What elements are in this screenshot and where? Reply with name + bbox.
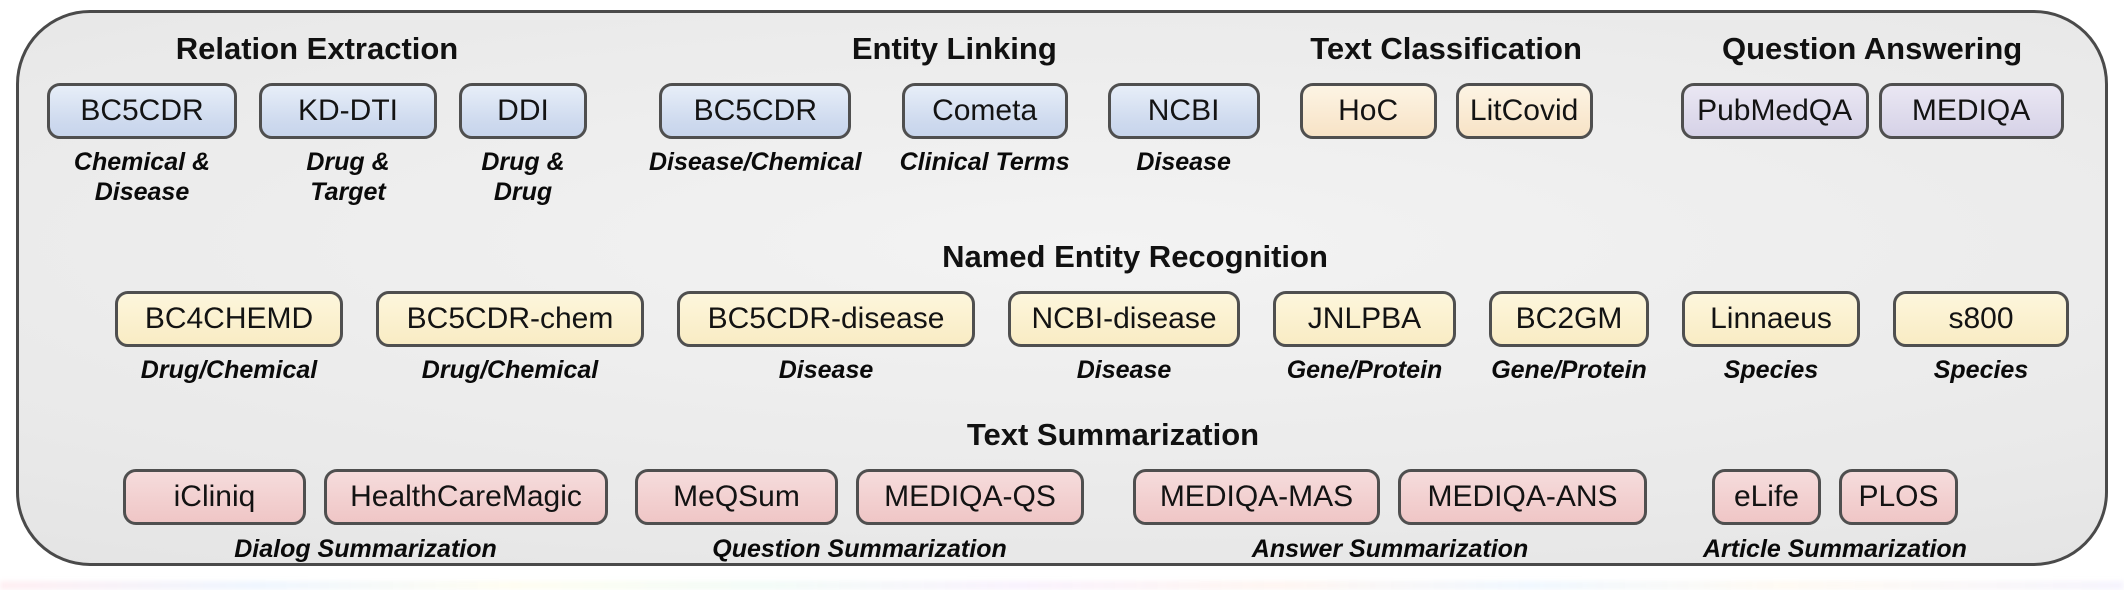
dataset-type-label: Species <box>1933 356 2029 384</box>
question-answering-datasets: PubMedQA MEDIQA <box>1680 83 2064 139</box>
dataset-box-bc5cdr-re: BC5CDR <box>47 83 237 139</box>
dataset-type-label: Chemical & Disease <box>73 148 211 206</box>
dataset-box-bc5cdr-disease: BC5CDR-disease <box>677 291 975 347</box>
group-answer-summarization: MEDIQA-MAS MEDIQA-ANS Answer Summarizati… <box>1133 469 1647 565</box>
dataset-unit: JNLPBA Gene/Protein <box>1273 291 1456 386</box>
dataset-type-label: Drug/Chemical <box>421 356 599 384</box>
dataset-box-bc4chemd: BC4CHEMD <box>115 291 343 347</box>
dataset-box-pubmedqa: PubMedQA <box>1680 83 1869 139</box>
dataset-box-jnlpba: JNLPBA <box>1273 291 1456 347</box>
bottom-edge-artifact <box>0 581 2124 590</box>
dataset-unit: s800 Species <box>1893 291 2069 386</box>
dataset-box-hoc: HoC <box>1299 83 1437 139</box>
dataset-unit: LitCovid <box>1455 83 1593 139</box>
section-text-classification: Text Classification HoC LitCovid <box>1299 31 1593 139</box>
section-relation-extraction: Relation Extraction BC5CDR Chemical & Di… <box>47 31 587 207</box>
dataset-box-mediqa-qs: MEDIQA-QS <box>856 469 1084 525</box>
dataset-box-bc5cdr-chem: BC5CDR-chem <box>376 291 644 347</box>
group-type-label: Dialog Summarization <box>234 535 497 563</box>
dataset-unit: BC5CDR-disease Disease <box>677 291 975 386</box>
dataset-type-label: Drug & Drug <box>481 148 565 206</box>
dataset-box-kd-dti: KD-DTI <box>259 83 437 139</box>
dataset-box-healthcaremagic: HealthCareMagic <box>324 469 608 525</box>
section-title-question-answering: Question Answering <box>1721 31 2023 66</box>
dataset-type-label: Species <box>1723 356 1819 384</box>
group-dialog-summarization: iCliniq HealthCareMagic Dialog Summariza… <box>123 469 608 565</box>
dataset-type-label: Clinical Terms <box>899 148 1070 176</box>
section-title-text-classification: Text Classification <box>1310 31 1582 66</box>
dataset-box-ncbi-disease: NCBI-disease <box>1008 291 1240 347</box>
section-entity-linking: Entity Linking BC5CDR Disease/Chemical C… <box>649 31 1260 178</box>
group-article-summarization: eLife PLOS Article Summarization <box>1703 469 1967 565</box>
dataset-unit: BC5CDR Disease/Chemical <box>649 83 862 178</box>
dataset-unit: MEDIQA <box>1878 83 2064 139</box>
dataset-type-label: Disease <box>778 356 874 384</box>
dataset-box-ncbi: NCBI <box>1107 83 1260 139</box>
dataset-unit: NCBI Disease <box>1107 83 1260 178</box>
tasks-overview-panel: Relation Extraction BC5CDR Chemical & Di… <box>16 10 2108 566</box>
dataset-unit: NCBI-disease Disease <box>1008 291 1240 386</box>
dataset-box-mediqa-mas: MEDIQA-MAS <box>1133 469 1380 525</box>
dataset-unit: DDI Drug & Drug <box>459 83 587 207</box>
dataset-unit: Linnaeus Species <box>1682 291 1860 386</box>
dataset-unit: BC4CHEMD Drug/Chemical <box>115 291 343 386</box>
relation-extraction-datasets: BC5CDR Chemical & Disease KD-DTI Drug & … <box>47 83 587 207</box>
dialog-summarization-datasets: iCliniq HealthCareMagic <box>123 469 608 525</box>
dataset-unit: BC5CDR-chem Drug/Chemical <box>376 291 644 386</box>
dataset-type-label: Gene/Protein <box>1491 356 1647 384</box>
dataset-box-s800: s800 <box>1893 291 2069 347</box>
dataset-type-label: Disease/Chemical <box>649 148 862 176</box>
section-named-entity-recognition: Named Entity Recognition BC4CHEMD Drug/C… <box>19 239 2105 386</box>
article-summarization-datasets: eLife PLOS <box>1711 469 1958 525</box>
dataset-type-label: Drug & Target <box>306 148 390 206</box>
dataset-box-linnaeus: Linnaeus <box>1682 291 1860 347</box>
dataset-box-bc2gm: BC2GM <box>1489 291 1649 347</box>
answer-summarization-datasets: MEDIQA-MAS MEDIQA-ANS <box>1133 469 1647 525</box>
dataset-unit: Cometa Clinical Terms <box>900 83 1070 178</box>
ner-datasets: BC4CHEMD Drug/Chemical BC5CDR-chem Drug/… <box>19 291 2105 386</box>
dataset-box-litcovid: LitCovid <box>1455 83 1593 139</box>
dataset-unit: BC2GM Gene/Protein <box>1489 291 1649 386</box>
group-question-summarization: MeQSum MEDIQA-QS Question Summarization <box>635 469 1084 565</box>
entity-linking-datasets: BC5CDR Disease/Chemical Cometa Clinical … <box>649 83 1260 178</box>
dataset-box-ddi: DDI <box>459 83 587 139</box>
dataset-unit: BC5CDR Chemical & Disease <box>47 83 237 207</box>
dataset-box-mediqa: MEDIQA <box>1878 83 2064 139</box>
dataset-type-label: Drug/Chemical <box>140 356 318 384</box>
section-title-relation-extraction: Relation Extraction <box>175 31 459 66</box>
text-classification-datasets: HoC LitCovid <box>1299 83 1593 139</box>
dataset-box-cometa: Cometa <box>901 83 1068 139</box>
dataset-box-meqsum: MeQSum <box>635 469 838 525</box>
group-type-label: Answer Summarization <box>1251 535 1529 563</box>
dataset-unit: PubMedQA <box>1680 83 1869 139</box>
dataset-unit: HoC <box>1299 83 1437 139</box>
text-summarization-groups: iCliniq HealthCareMagic Dialog Summariza… <box>19 469 2105 565</box>
row-top-tasks: Relation Extraction BC5CDR Chemical & Di… <box>19 31 2105 207</box>
dataset-box-mediqa-ans: MEDIQA-ANS <box>1398 469 1647 525</box>
dataset-type-label: Disease <box>1076 356 1172 384</box>
dataset-box-plos: PLOS <box>1838 469 1958 525</box>
section-title-text-summarization: Text Summarization <box>966 417 1260 452</box>
section-title-entity-linking: Entity Linking <box>851 31 1057 66</box>
dataset-type-label: Disease <box>1136 148 1231 176</box>
section-title-named-entity-recognition: Named Entity Recognition <box>942 239 1328 274</box>
group-type-label: Article Summarization <box>1703 535 1967 563</box>
dataset-type-label: Gene/Protein <box>1286 356 1443 384</box>
question-summarization-datasets: MeQSum MEDIQA-QS <box>635 469 1084 525</box>
dataset-box-elife: eLife <box>1711 469 1821 525</box>
section-text-summarization: Text Summarization iCliniq HealthCareMag… <box>19 417 2105 565</box>
dataset-unit: KD-DTI Drug & Target <box>259 83 437 207</box>
section-question-answering: Question Answering PubMedQA MEDIQA <box>1680 31 2064 139</box>
dataset-box-bc5cdr-el: BC5CDR <box>659 83 852 139</box>
group-type-label: Question Summarization <box>712 535 1007 563</box>
dataset-box-icliniq: iCliniq <box>123 469 306 525</box>
